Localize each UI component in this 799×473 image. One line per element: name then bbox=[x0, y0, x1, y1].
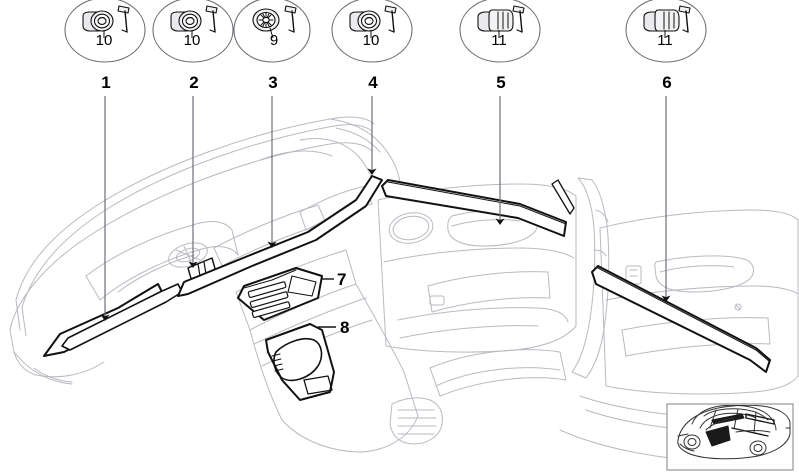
callout-label-5: 5 bbox=[496, 73, 506, 92]
bubble-icons bbox=[82, 5, 691, 33]
part-number-4: 10 bbox=[362, 32, 380, 49]
callout-label-4: 4 bbox=[368, 73, 378, 92]
part-number-ticks bbox=[103, 27, 666, 39]
trim-clip-icon-1 bbox=[82, 5, 130, 33]
vehicle-overview-inset bbox=[666, 403, 794, 471]
inline-label-8: 8 bbox=[340, 318, 350, 337]
part-number-2: 10 bbox=[183, 32, 201, 49]
callout-label-2: 2 bbox=[189, 73, 199, 92]
trim-clip-icon-2 bbox=[170, 5, 218, 33]
callout-label-3: 3 bbox=[268, 73, 278, 92]
leader-lines bbox=[100, 96, 671, 321]
trim-strip-2 bbox=[61, 283, 183, 351]
part-number-6: 11 bbox=[657, 32, 673, 49]
callout-bubble-3 bbox=[233, 0, 311, 63]
inline-leader-dashes bbox=[318, 278, 336, 328]
trim-clip-wide-icon-6 bbox=[643, 5, 691, 33]
part-number-3: 9 bbox=[269, 32, 279, 49]
torx-screw-icon-3 bbox=[252, 5, 297, 33]
trim-strip-6 bbox=[591, 265, 771, 373]
part-number-5: 11 bbox=[491, 32, 507, 49]
trim-clip-wide-icon-5 bbox=[477, 5, 525, 33]
callout-label-6: 6 bbox=[662, 73, 672, 92]
trim-strip-8 bbox=[265, 323, 335, 401]
callout-label-1: 1 bbox=[101, 73, 111, 92]
highlighted-trim-parts bbox=[43, 175, 771, 401]
part-number-1: 10 bbox=[95, 32, 113, 49]
inline-label-7: 7 bbox=[337, 270, 347, 289]
trim-pillar-5 bbox=[551, 179, 575, 215]
trim-strip-5 bbox=[381, 179, 567, 237]
trim-clip-icon-4 bbox=[349, 5, 397, 33]
